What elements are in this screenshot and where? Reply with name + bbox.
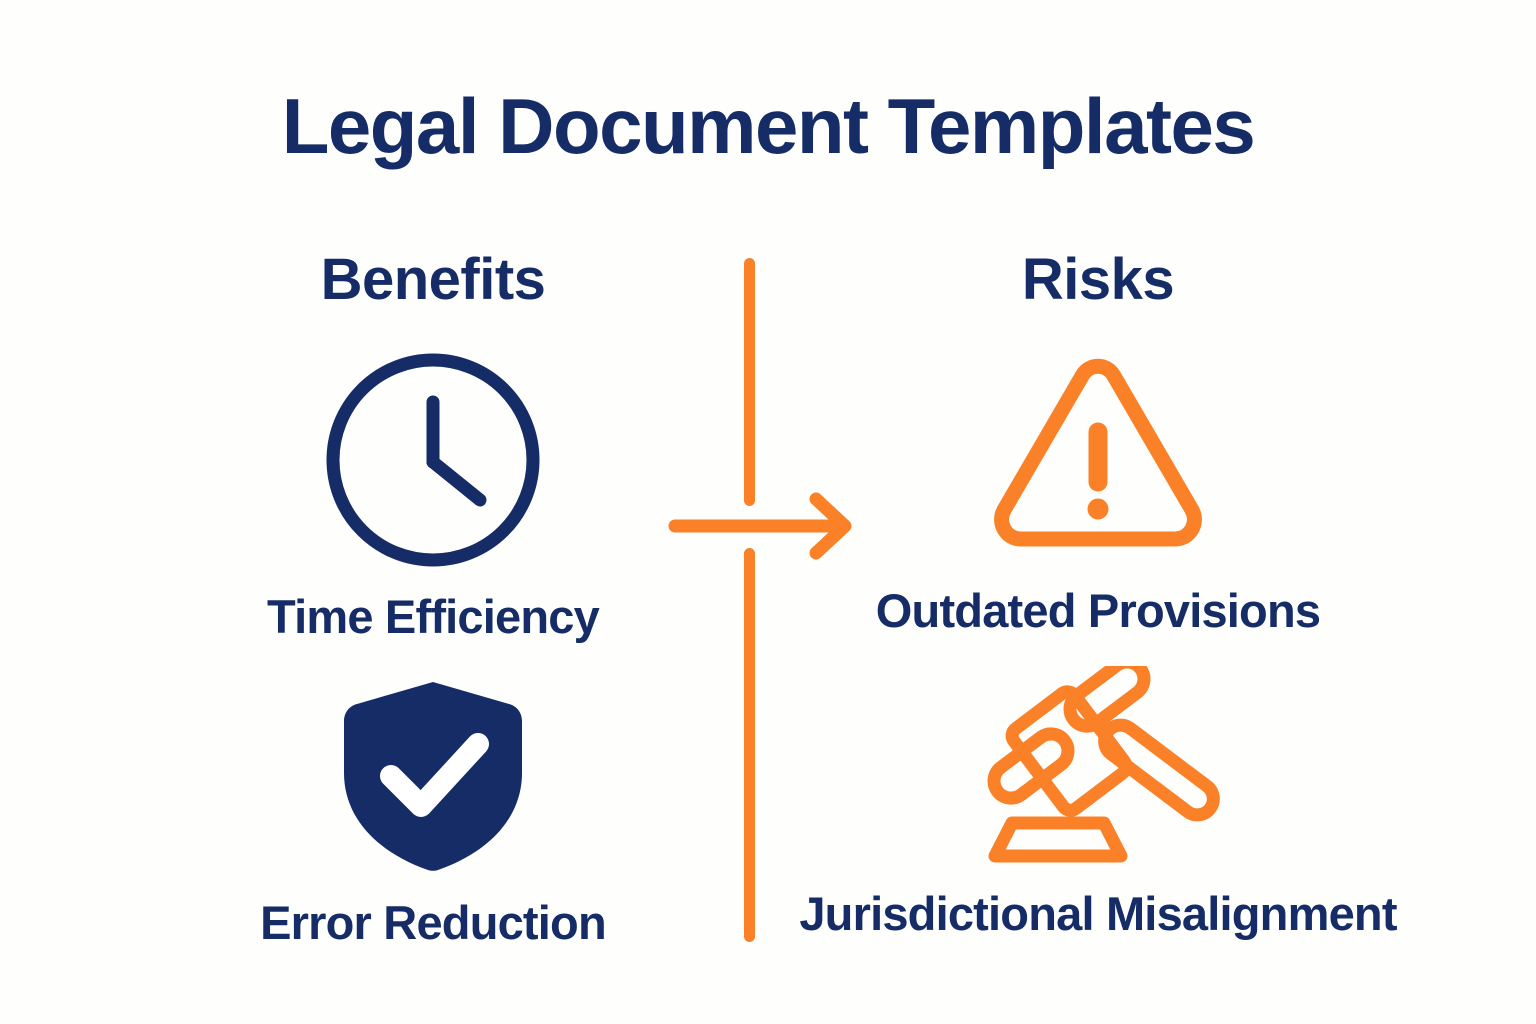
gavel-icon [963,655,1233,871]
item-label-time-efficiency: Time Efficiency [267,590,600,643]
column-header-benefits: Benefits [320,247,546,312]
vertical-divider-upper [744,258,755,506]
vertical-divider-lower [744,548,755,942]
column-header-risks: Risks [1021,247,1175,312]
arrow-right-icon [668,492,860,560]
item-time-efficiency: Time Efficiency [133,352,733,644]
page-title: Legal Document Templates [281,82,1256,170]
item-jurisdictional-misalignment: Jurisdictional Misalignment [798,655,1398,941]
item-label-jurisdictional-misalignment: Jurisdictional Misalignment [799,887,1397,940]
item-error-reduction: Error Reduction [133,676,733,950]
shield-check-icon [333,676,533,876]
item-label-error-reduction: Error Reduction [260,896,607,949]
warning-triangle-icon [987,352,1209,552]
item-outdated-provisions: Outdated Provisions [798,352,1398,638]
clock-icon [325,352,541,568]
item-label-outdated-provisions: Outdated Provisions [875,584,1321,637]
